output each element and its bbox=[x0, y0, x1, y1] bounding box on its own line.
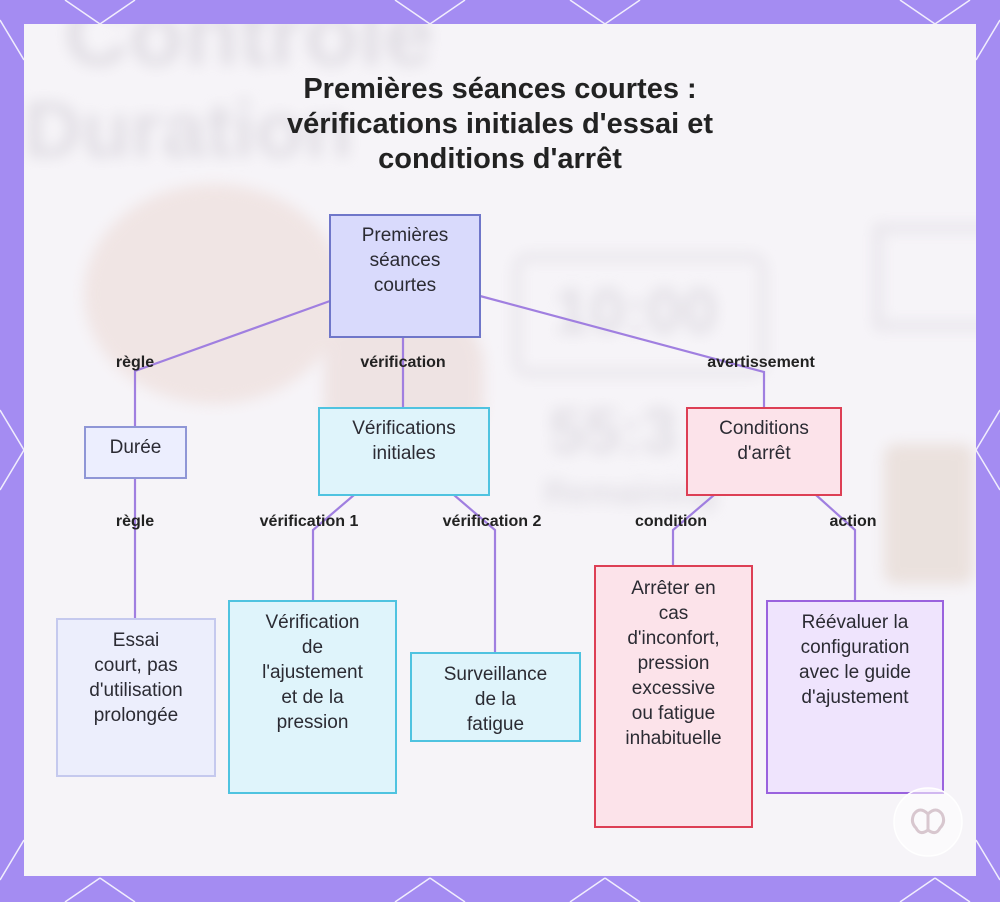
background-cup bbox=[884, 444, 974, 584]
node-verification-ajustement: Vérification de l'ajustement et de la pr… bbox=[228, 600, 397, 794]
node-line: inhabituelle bbox=[625, 728, 722, 749]
diagram-title: Premières séances courtes : vérification… bbox=[200, 72, 800, 177]
edge-verif-ajustement bbox=[311, 494, 355, 601]
background-timer: 10:00 bbox=[554, 275, 718, 347]
title-line: Premières séances courtes : bbox=[303, 73, 697, 105]
background-monitor bbox=[874, 224, 976, 330]
edge-label-verification: vérification bbox=[360, 354, 446, 371]
node-line: Conditions bbox=[719, 418, 809, 439]
edge-label-regle: règle bbox=[115, 513, 155, 530]
node-line: pression bbox=[637, 653, 710, 674]
diagram-canvas: Contrôle Duration 10:00 55:3 Remaining P… bbox=[24, 24, 976, 876]
node-line: excessive bbox=[631, 678, 716, 699]
title-line: vérifications initiales d'essai et bbox=[287, 108, 713, 140]
node-line: pression bbox=[276, 712, 349, 733]
node-line: de bbox=[301, 637, 324, 658]
edges-layer bbox=[133, 294, 857, 653]
node-line: Durée bbox=[109, 437, 162, 458]
node-essai-court: Essai court, pas d'utilisation prolongée bbox=[56, 618, 216, 777]
edge-root-duree bbox=[133, 299, 331, 428]
edge-root-conditions bbox=[479, 294, 766, 408]
edge-label-verification-1: vérification 1 bbox=[259, 513, 359, 530]
edge-verif-fatigue bbox=[453, 494, 497, 653]
node-line: avec le guide bbox=[799, 662, 911, 683]
node-reevaluer-configuration: Réévaluer la configuration avec le guide… bbox=[766, 600, 944, 794]
node-line: courtes bbox=[373, 275, 437, 296]
node-line: cas bbox=[658, 603, 689, 624]
node-line: court, pas bbox=[94, 655, 178, 676]
node-line: prolongée bbox=[93, 705, 179, 726]
background-word: Duration bbox=[24, 85, 353, 174]
background-count: 55:3 bbox=[549, 395, 678, 467]
background-photo: Contrôle Duration 10:00 55:3 Remaining bbox=[24, 24, 976, 876]
edge-label-avertissement: avertissement bbox=[707, 354, 815, 371]
background-word: Contrôle bbox=[64, 24, 434, 85]
node-verifications-initiales: Vérifications initiales bbox=[318, 407, 490, 496]
title-line: conditions d'arrêt bbox=[378, 143, 622, 175]
node-line: de la bbox=[474, 689, 517, 710]
background-timer-frame bbox=[514, 254, 766, 376]
edge-label-verification-2: vérification 2 bbox=[442, 513, 542, 530]
edge-label-condition: condition bbox=[635, 513, 707, 530]
node-line: séances bbox=[369, 250, 441, 271]
node-line: ou fatigue bbox=[631, 703, 716, 724]
edge-label-regle: règle bbox=[115, 354, 155, 371]
edge-label-action: action bbox=[829, 513, 877, 530]
node-line: Arrêter en bbox=[631, 578, 716, 599]
node-line: d'ajustement bbox=[801, 687, 909, 708]
node-line: et de la bbox=[281, 687, 344, 708]
node-duree: Durée bbox=[84, 426, 187, 479]
brand-logo-icon bbox=[893, 787, 963, 857]
edge-conditions-arreter bbox=[671, 494, 715, 566]
node-line: l'ajustement bbox=[262, 662, 363, 683]
node-line: d'arrêt bbox=[737, 443, 791, 464]
edge-conditions-reevaluer bbox=[815, 494, 857, 601]
node-line: configuration bbox=[800, 637, 910, 658]
node-line: d'inconfort, bbox=[627, 628, 720, 649]
node-line: initiales bbox=[372, 443, 436, 464]
node-line: Vérification bbox=[265, 612, 360, 633]
node-line: Vérifications bbox=[352, 418, 456, 439]
node-line: Essai bbox=[112, 630, 160, 651]
node-line: Premières bbox=[361, 225, 449, 246]
node-arreter-en-cas: Arrêter en cas d'inconfort, pression exc… bbox=[594, 565, 753, 828]
node-line: Réévaluer la bbox=[801, 612, 909, 633]
node-line: d'utilisation bbox=[89, 680, 183, 701]
node-premieres-seances: Premières séances courtes bbox=[329, 214, 481, 338]
node-line: Surveillance bbox=[443, 664, 548, 685]
node-line: fatigue bbox=[466, 714, 525, 735]
node-conditions-arret: Conditions d'arrêt bbox=[686, 407, 842, 496]
node-surveillance-fatigue: Surveillance de la fatigue bbox=[410, 652, 581, 742]
background-blob bbox=[84, 184, 344, 404]
